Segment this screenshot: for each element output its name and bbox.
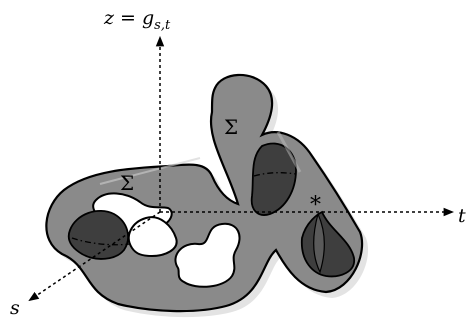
dashdot-upper [253,172,297,177]
lens-curve [313,212,325,274]
patch-left [67,209,129,260]
s-axis [28,211,161,302]
z-axis-label: z = gs,t [103,7,171,33]
t-axis-label: t [458,205,466,227]
surface-sigma [45,73,364,313]
dashdot-left [71,237,131,246]
sigma-label-upper: Σ [224,115,238,139]
star-marker: * [310,193,321,218]
highlight-streak [99,157,201,185]
hole-lower [174,222,241,288]
s-axis-label: s [10,297,20,319]
hole-middle [127,216,178,258]
sigma-label-left: Σ [120,171,134,195]
highlight-streak-2 [276,131,302,173]
